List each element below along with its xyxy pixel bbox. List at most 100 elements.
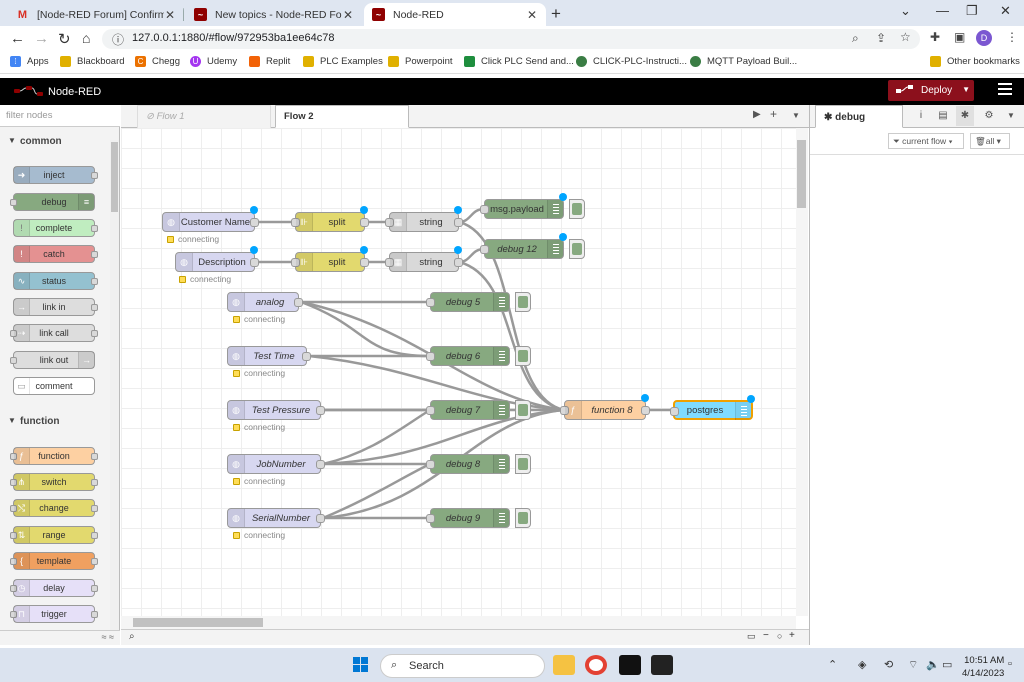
- debug-toggle-button[interactable]: [515, 400, 531, 420]
- new-tab-icon[interactable]: +: [551, 4, 561, 23]
- bookmark-click-plc[interactable]: Click PLC Send and...: [464, 56, 574, 67]
- chrome-icon[interactable]: [585, 655, 607, 675]
- share-icon[interactable]: ⇪: [876, 31, 887, 45]
- canvas-horizontal-scroll-thumb[interactable]: [133, 618, 263, 627]
- node-debug-9[interactable]: debug 9: [426, 508, 531, 528]
- extensions-icon[interactable]: ✚: [930, 30, 941, 44]
- close-tab-icon[interactable]: ✕: [164, 7, 176, 22]
- home-icon[interactable]: ⌂: [82, 30, 91, 46]
- tab-search-icon[interactable]: ⌄: [900, 3, 911, 18]
- show-hidden-icons[interactable]: ⌃: [828, 659, 838, 671]
- palette-node-change[interactable]: ⤭change: [10, 499, 98, 517]
- bookmark-powerpoint[interactable]: Powerpoint: [388, 56, 453, 67]
- debug-filter-select[interactable]: ⏷ current flow ▾: [888, 133, 964, 149]
- node-job-number[interactable]: ◍JobNumber: [227, 454, 325, 474]
- node-test-pressure[interactable]: ◍Test Pressure: [227, 400, 325, 420]
- windows-start-icon[interactable]: [353, 657, 369, 673]
- canvas-vertical-scrollbar[interactable]: [796, 128, 808, 616]
- file-explorer-icon[interactable]: [553, 655, 575, 675]
- sync-icon[interactable]: ⟲: [884, 659, 894, 671]
- sidebar-menu-icon[interactable]: ▼: [1007, 111, 1015, 120]
- navigator-icon[interactable]: ▭: [747, 631, 756, 641]
- restore-icon[interactable]: ❐: [966, 3, 978, 18]
- close-window-icon[interactable]: ✕: [1000, 3, 1011, 18]
- palette-node-comment[interactable]: ▭comment: [13, 377, 95, 395]
- wifi-icon[interactable]: ⌔: [908, 659, 919, 671]
- node-debug-6[interactable]: debug 6: [426, 346, 531, 366]
- palette-scroll-thumb[interactable]: [111, 142, 118, 212]
- notifications-icon[interactable]: ▫: [1008, 658, 1012, 670]
- help-book-icon[interactable]: ▤: [938, 110, 948, 121]
- palette-node-inject[interactable]: ➜inject: [13, 166, 98, 184]
- flow-list-icon[interactable]: ▼: [792, 111, 800, 120]
- palette-category-function[interactable]: ▼function: [8, 415, 60, 427]
- palette-node-delay[interactable]: ◷delay: [10, 579, 98, 597]
- sidebar-tab-debug[interactable]: ✱ debug: [815, 105, 903, 128]
- node-analog[interactable]: ◍analog: [227, 292, 303, 312]
- debug-toggle-button[interactable]: [569, 199, 585, 219]
- node-debug-7[interactable]: debug 7: [426, 400, 531, 420]
- address-input[interactable]: [102, 29, 920, 49]
- palette-node-switch[interactable]: ⋔switch: [10, 473, 98, 491]
- tray-app-icon[interactable]: ◈: [858, 659, 867, 671]
- search-flows-icon[interactable]: ⌕: [129, 631, 135, 642]
- palette-node-trigger[interactable]: ⊓trigger: [10, 605, 98, 623]
- node-serial-number[interactable]: ◍SerialNumber: [227, 508, 325, 528]
- node-msg-payload[interactable]: msg.payload: [480, 193, 585, 219]
- bookmark-star-icon[interactable]: ☆: [900, 30, 911, 44]
- tab-flow-1[interactable]: ⊘ Flow 1: [137, 105, 271, 128]
- bookmark-click-plc-instructions[interactable]: CLICK-PLC-Instructi...: [576, 56, 687, 67]
- palette-node-debug[interactable]: debug≡: [10, 193, 95, 211]
- back-icon[interactable]: ←: [10, 30, 25, 47]
- forward-icon[interactable]: →: [34, 30, 49, 47]
- palette-filter-input[interactable]: filter nodes: [0, 105, 120, 127]
- node-split-1[interactable]: ⊪split: [291, 206, 369, 232]
- battery-icon[interactable]: ▭: [942, 659, 953, 671]
- close-tab-icon[interactable]: ✕: [342, 7, 354, 22]
- site-info-icon[interactable]: ⓘ: [112, 33, 125, 47]
- debug-bug-icon[interactable]: ✱: [956, 106, 974, 126]
- bookmark-blackboard[interactable]: Blackboard: [60, 56, 125, 67]
- browser-tab-forum[interactable]: ~ New topics - Node-RED Forum ✕: [186, 3, 362, 26]
- main-menu-icon[interactable]: [998, 83, 1012, 97]
- debug-toggle-button[interactable]: [569, 239, 585, 259]
- taskbar-clock[interactable]: 10:51 AM 4/14/2023: [962, 654, 1004, 680]
- tab-flow-2[interactable]: Flow 2: [275, 105, 409, 128]
- debug-toggle-button[interactable]: [515, 292, 531, 312]
- debug-toggle-button[interactable]: [515, 454, 531, 474]
- zoom-in-icon[interactable]: +: [789, 630, 795, 641]
- bookmark-replit[interactable]: Replit: [249, 56, 290, 67]
- zoom-reset-icon[interactable]: ○: [777, 631, 783, 641]
- flow-canvas[interactable]: ◍Customer Name connecting ⊪split ▦string…: [121, 128, 796, 616]
- node-debug-5[interactable]: debug 5: [426, 292, 531, 312]
- node-customer-name[interactable]: ◍Customer Name: [162, 206, 259, 232]
- profile-avatar[interactable]: D: [976, 30, 992, 46]
- node-description[interactable]: ◍Description: [175, 246, 259, 272]
- reload-icon[interactable]: ↻: [58, 31, 71, 48]
- node-string-1[interactable]: ▦string: [385, 206, 463, 232]
- zoom-out-icon[interactable]: −: [763, 630, 769, 641]
- side-panel-icon[interactable]: ▣: [954, 30, 966, 44]
- node-debug-12[interactable]: debug 12: [480, 233, 585, 259]
- info-icon[interactable]: i: [919, 110, 923, 121]
- minimize-icon[interactable]: —: [936, 3, 949, 18]
- browser-menu-icon[interactable]: ⋮: [1006, 30, 1018, 44]
- palette-node-template[interactable]: {template: [10, 552, 98, 570]
- close-tab-icon[interactable]: ✕: [526, 7, 538, 22]
- palette-node-status[interactable]: ∿status: [13, 272, 98, 290]
- zoom-icon[interactable]: ⌕: [852, 31, 859, 45]
- command-prompt-icon[interactable]: [651, 655, 673, 675]
- palette-category-common[interactable]: ▼common: [8, 135, 62, 147]
- palette-node-link-call[interactable]: ⇢link call: [10, 324, 98, 342]
- node-test-time[interactable]: ◍Test Time: [227, 346, 311, 366]
- taskbar-search-input[interactable]: ⌕Search: [380, 654, 545, 678]
- collapse-all-icon[interactable]: ≈ ≈: [101, 632, 114, 642]
- node-string-2[interactable]: ▦string: [385, 246, 463, 272]
- bookmark-apps[interactable]: ⁞Apps: [10, 56, 49, 67]
- palette-scrollbar[interactable]: [110, 140, 119, 630]
- canvas-horizontal-scrollbar[interactable]: [121, 616, 796, 629]
